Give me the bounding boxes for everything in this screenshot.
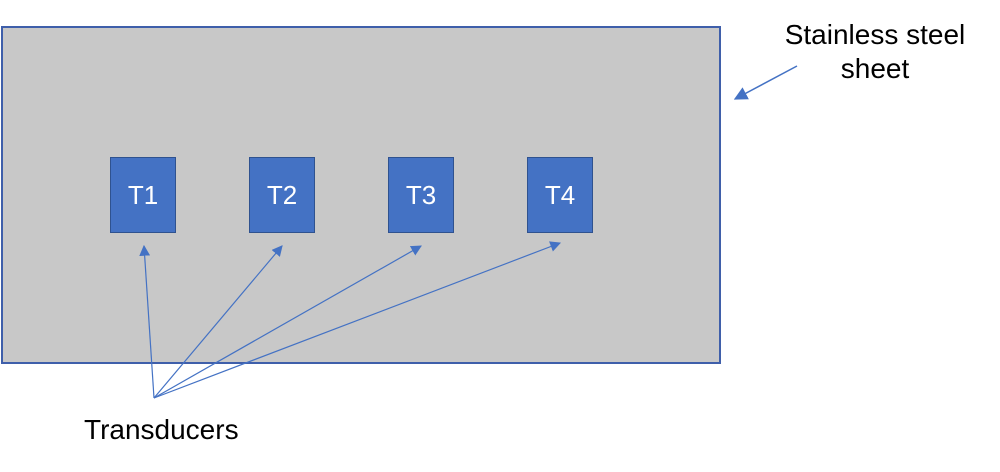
- transducer-t3: T3: [388, 157, 454, 233]
- stainless-steel-sheet: [1, 26, 721, 364]
- sheet-label-line1: Stainless steel: [784, 19, 966, 50]
- transducer-t4: T4: [527, 157, 593, 233]
- sheet-label-line2: sheet: [840, 53, 910, 84]
- transducer-t3-label: T3: [405, 179, 437, 210]
- sheet-label: Stainless steel sheet: [760, 18, 990, 86]
- transducers-label: Transducers: [84, 414, 239, 445]
- transducer-t1: T1: [110, 157, 176, 233]
- transducer-t2: T2: [249, 157, 315, 233]
- transducer-t2-label: T2: [266, 179, 298, 210]
- transducer-t4-label: T4: [544, 179, 576, 210]
- transducer-t1-label: T1: [127, 179, 159, 210]
